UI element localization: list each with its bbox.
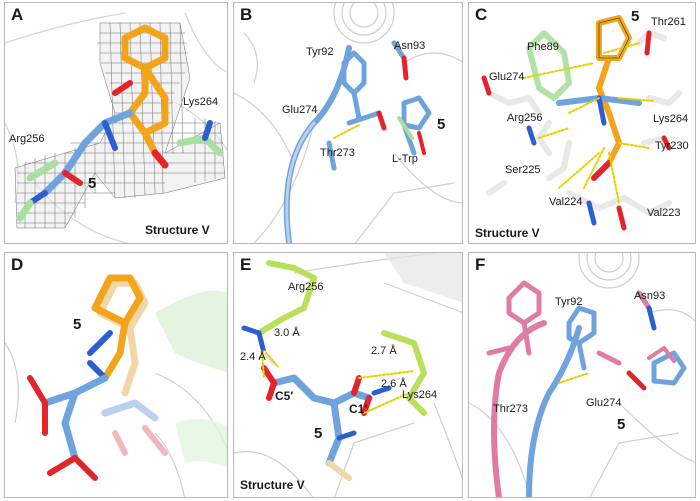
panel-f: F Tyr92 Asn93 Thr273 Glu274 5 (468, 252, 696, 498)
panel-e-letter: E (240, 255, 252, 274)
panel-c: C 5 Thr261 Phe89 Glu274 Lys264 Arg256 Ty… (468, 2, 696, 244)
label-compound-5: 5 (88, 175, 97, 192)
label-compound-5: 5 (631, 8, 640, 25)
label-val223: Val223 (647, 207, 681, 219)
panel-b-letter: B (240, 5, 253, 24)
label-asn93: Asn93 (634, 290, 666, 302)
label-lys264: Lys264 (183, 96, 219, 108)
panel-a-structure (5, 12, 227, 243)
panel-e: E Arg256 3.0 Å 2.4 Å 2.7 Å 2.6 Å C5′ C1′… (233, 252, 463, 498)
label-ser225: Ser225 (505, 164, 541, 176)
label-dist-2-6: 2.6 Å (381, 378, 407, 390)
label-glu274: Glu274 (489, 71, 525, 83)
panel-f-structure (469, 253, 695, 497)
label-thr273: Thr273 (493, 403, 528, 415)
label-structure: Structure V (145, 223, 210, 237)
label-lys264: Lys264 (653, 113, 689, 125)
label-ltrp: L-Trp (392, 153, 418, 165)
panel-d-structure (5, 274, 227, 497)
label-glu274: Glu274 (282, 104, 318, 116)
label-dist-3-0: 3.0 Å (274, 327, 300, 339)
panel-f-letter: F (475, 255, 486, 274)
label-tyr92: Tyr92 (306, 46, 334, 58)
panel-a-letter: A (11, 5, 24, 24)
label-dist-2-7: 2.7 Å (371, 345, 397, 357)
label-compound-5: 5 (617, 416, 626, 433)
label-dist-2-4: 2.4 Å (240, 351, 266, 363)
label-thr261: Thr261 (651, 16, 686, 28)
label-c1: C1′ (349, 402, 368, 416)
label-arg256: Arg256 (9, 133, 45, 145)
panel-a: A Lys264 Arg256 5 Structure V (4, 2, 228, 244)
label-compound-5: 5 (437, 116, 446, 133)
label-val224: Val224 (549, 196, 583, 208)
label-phe89: Phe89 (527, 41, 559, 53)
label-asn93: Asn93 (394, 40, 426, 52)
label-arg256: Arg256 (507, 112, 543, 124)
panel-b: B Tyr92 Asn93 Glu274 Thr273 5 L-Trp (233, 2, 463, 244)
label-thr273: Thr273 (320, 147, 355, 159)
panel-d-letter: D (11, 255, 24, 274)
panel-d: D 5 (4, 252, 228, 498)
label-lys264: Lys264 (402, 389, 438, 401)
label-tyr230: Tyr230 (655, 140, 689, 152)
label-compound-5: 5 (314, 425, 323, 442)
label-c5: C5′ (275, 389, 294, 403)
label-glu274: Glu274 (586, 397, 622, 409)
label-structure: Structure V (240, 478, 305, 492)
panel-c-structure (481, 15, 682, 231)
label-tyr92: Tyr92 (555, 296, 583, 308)
panel-c-letter: C (475, 5, 488, 24)
label-arg256: Arg256 (288, 281, 324, 293)
panel-e-structure (234, 253, 462, 497)
label-compound-5: 5 (73, 316, 82, 333)
label-structure: Structure V (475, 226, 540, 240)
panel-b-structure (234, 3, 462, 243)
